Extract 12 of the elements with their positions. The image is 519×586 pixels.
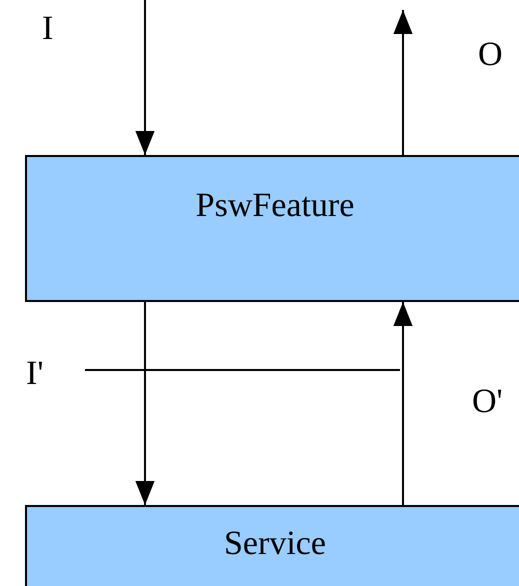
box-label: Service (224, 525, 326, 563)
component-box (25, 155, 519, 302)
box-label: PswFeature (196, 187, 354, 225)
edge-label: O (478, 38, 503, 72)
arrow (393, 10, 413, 155)
arrow (393, 302, 413, 505)
arrow (135, 302, 155, 505)
arrow (135, 0, 155, 155)
edge-label: O' (472, 385, 503, 419)
edge-label: I' (26, 357, 44, 391)
edge-label: I (42, 12, 54, 46)
component-box (25, 505, 519, 586)
